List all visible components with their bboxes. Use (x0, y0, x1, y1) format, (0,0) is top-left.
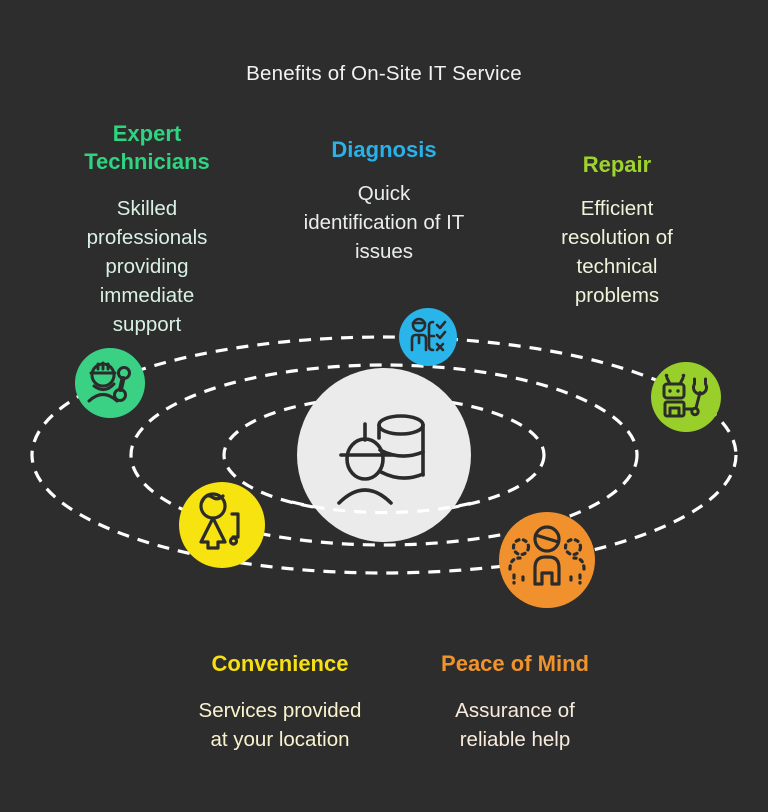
section-repair: Repair Efficient resolution of technical… (497, 151, 737, 310)
section-convenience: Convenience Services provided at your lo… (160, 650, 400, 754)
section-title-repair: Repair (582, 152, 652, 177)
section-description-convenience: Services provided at your location (198, 699, 362, 751)
orbit-ellipse-outer (30, 335, 738, 575)
section-description-diagnosis: Quick identification of IT issues (303, 182, 465, 263)
person-luggage-icon (199, 492, 240, 550)
section-peace-of-mind: Peace of Mind Assurance of reliable help (395, 650, 635, 754)
section-expert-technicians: Expert Technicians Skilled professionals… (27, 120, 267, 339)
section-title-diagnosis: Diagnosis (331, 137, 437, 162)
node-repair (651, 362, 721, 432)
robot-wrench-icon (662, 373, 708, 418)
section-title-convenience: Convenience (211, 651, 349, 676)
page-title: Benefits of On-Site IT Service (246, 62, 522, 85)
section-description-expert-technicians: Skilled professionals providing immediat… (86, 197, 208, 336)
node-expert-technicians (75, 348, 145, 418)
repair-circle (651, 362, 721, 432)
technician-database-icon (337, 414, 425, 505)
orbit-ellipse-middle (129, 363, 639, 547)
section-title-peace-of-mind: Peace of Mind (441, 651, 589, 676)
node-diagnosis (399, 308, 457, 366)
section-description-peace-of-mind: Assurance of reliable help (455, 699, 575, 751)
section-title-expert-technicians: Expert Technicians (84, 121, 210, 174)
node-peace-of-mind (499, 512, 595, 608)
node-convenience (179, 482, 265, 568)
section-diagnosis: Diagnosis Quick identification of IT iss… (264, 136, 504, 266)
person-checklist-icon (410, 317, 447, 352)
peace-of-mind-circle (499, 512, 595, 608)
technician-wrench-icon (87, 361, 131, 403)
orbit-front-arc (291, 500, 477, 515)
section-description-repair: Efficient resolution of technical proble… (561, 197, 673, 307)
orbit-ellipse-inner (222, 395, 546, 515)
center-node (291, 368, 477, 542)
people-group-icon (508, 525, 586, 586)
